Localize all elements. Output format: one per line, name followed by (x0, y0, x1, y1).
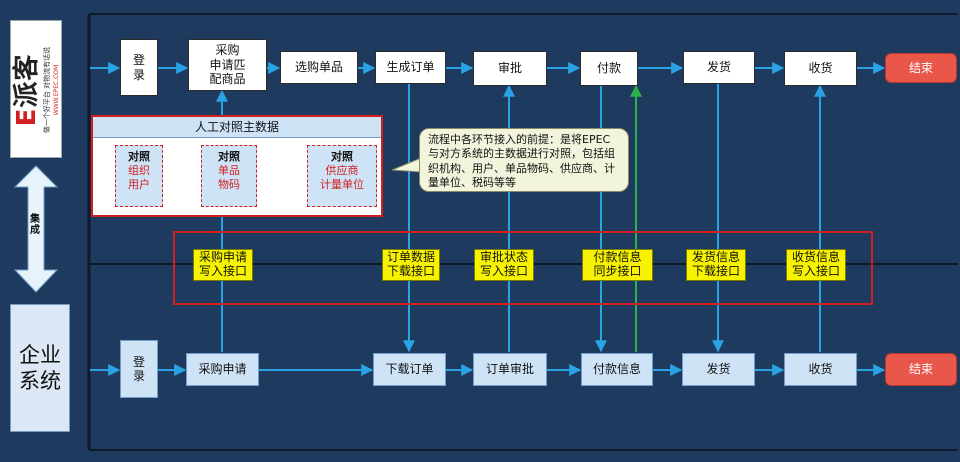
epec-logo: E派客 做一个好平台 对物流有话说 WWW.EPEC.COM (10, 20, 62, 158)
bottom-step-order-approval[interactable]: 订单审批 (473, 353, 547, 386)
manual-master-data-title: 人工对照主数据 (93, 117, 381, 138)
interface-receiving-info-write: 收货信息 写入接口 (786, 249, 846, 281)
enterprise-system-label: 企业 系统 (10, 304, 70, 432)
bottom-step-download-order[interactable]: 下载订单 (373, 353, 446, 386)
mapping-card-item-code: 对照 单品 物码 (201, 145, 257, 207)
integration-double-arrow (13, 165, 59, 293)
epec-logo-tagline: 做一个好平台 对物流有话说 (43, 46, 51, 134)
mapping-card-value: 单品 物码 (218, 163, 240, 191)
mapping-card-heading: 对照 (331, 150, 353, 163)
interface-shipping-info-download: 发货信息 下载接口 (686, 249, 746, 281)
mapping-card-org-user: 对照 组织 用户 (115, 145, 163, 207)
master-data-prerequisite-callout: 流程中各环节接入的前提：是将EPEC与对方系统的主数据进行对照，包括组织机构、用… (419, 128, 629, 192)
interface-payment-info-sync: 付款信息 同步接口 (582, 249, 653, 281)
top-step-end[interactable]: 结束 (885, 53, 957, 83)
top-step-receiving[interactable]: 收货 (784, 51, 857, 86)
epec-logo-url: WWW.EPEC.COM (53, 64, 60, 116)
interface-order-data-download: 订单数据 下载接口 (382, 249, 440, 281)
top-step-payment[interactable]: 付款 (580, 51, 638, 86)
interface-group-frame (173, 231, 873, 305)
top-step-login[interactable]: 登 录 (120, 39, 158, 96)
mapping-card-heading: 对照 (218, 150, 240, 163)
callout-tail (391, 157, 422, 173)
bottom-step-end[interactable]: 结束 (885, 353, 957, 386)
epec-logo-wordmark: E派客 (12, 53, 42, 127)
interface-purchase-request-write: 采购申请 写入接口 (193, 249, 253, 281)
bottom-step-purchase-request[interactable]: 采购申请 (186, 353, 259, 386)
top-step-shipping[interactable]: 发货 (683, 51, 755, 84)
bottom-step-payment-info[interactable]: 付款信息 (581, 353, 653, 386)
interface-approval-status-write: 审批状态 写入接口 (474, 249, 534, 281)
bottom-step-shipping[interactable]: 发货 (682, 353, 755, 386)
mapping-card-heading: 对照 (128, 150, 150, 163)
top-step-generate-order[interactable]: 生成订单 (375, 51, 446, 84)
mapping-card-supplier-unit: 对照 供应商 计量单位 (307, 145, 377, 207)
top-step-approval[interactable]: 审批 (473, 51, 547, 86)
mapping-card-value: 供应商 计量单位 (320, 163, 364, 191)
manual-master-data-panel: 人工对照主数据 对照 组织 用户 对照 单品 物码 对照 供应商 计量单位 (91, 115, 383, 217)
epec-logo-mark: E派客 做一个好平台 对物流有话说 WWW.EPEC.COM (12, 25, 60, 155)
bottom-step-receiving[interactable]: 收货 (784, 353, 857, 386)
integration-arrow-label: 集成 (30, 214, 40, 236)
bottom-step-login[interactable]: 登 录 (120, 340, 158, 398)
top-step-purchase-request-match[interactable]: 采购 申请匹 配商品 (188, 39, 267, 91)
top-step-select-item[interactable]: 选购单品 (280, 51, 358, 84)
mapping-card-value: 组织 用户 (128, 163, 150, 191)
